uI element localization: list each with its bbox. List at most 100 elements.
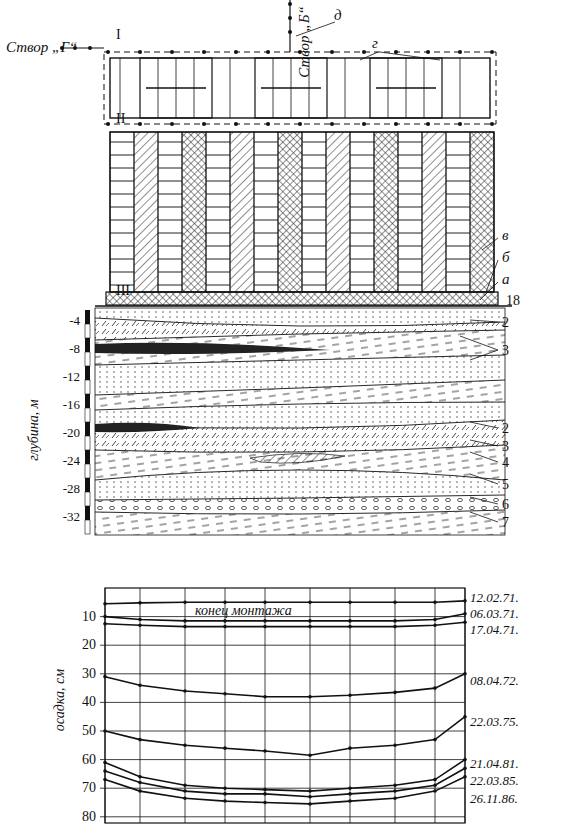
layer-boundary [95,402,505,410]
data-point [393,789,397,793]
survey-mark [88,46,92,50]
plan-wall [291,58,292,118]
data-point [433,618,437,622]
label: глубина, м [27,399,41,460]
data-point [348,619,352,623]
label: -28 [63,482,80,495]
layer-boundary [95,495,505,500]
grid-line [140,588,141,823]
facade-column [302,132,326,292]
scale-segment [85,436,90,450]
plan-wall [158,58,159,118]
data-point [308,795,312,799]
survey-mark [288,2,292,6]
survey-mark [362,122,366,126]
data-point [183,619,187,623]
survey-mark [490,122,494,126]
survey-mark [234,122,238,126]
data-point [308,802,312,806]
scale-segment [85,464,90,478]
data-point [393,619,397,623]
label: -8 [69,342,80,355]
plan-section [370,58,442,118]
scale-segment [85,520,90,534]
scale-segment [85,408,90,422]
survey-mark [394,122,398,126]
survey-mark [106,122,110,126]
grid-line [395,588,396,823]
leader-line [470,320,498,322]
data-point [103,769,107,773]
label: б [502,250,510,265]
survey-mark [170,50,174,54]
survey-mark [426,122,430,126]
scale-segment [85,492,90,506]
label: 06.03.71. [470,607,519,620]
label: 3 [502,440,509,454]
label: Створ „Б“ [297,6,312,78]
label: -16 [63,398,80,411]
soil-layer [95,495,505,514]
data-point [263,788,267,792]
plan-wall [460,58,461,118]
data-point [463,621,467,625]
plan-wall [388,58,389,118]
leader-line [470,512,498,522]
survey-mark [362,50,366,54]
data-point [463,715,467,719]
data-point [463,766,467,770]
data-point [348,625,352,629]
leader-line [480,282,498,300]
label: -32 [63,510,80,523]
label: 2 [502,316,509,330]
settlement-chart [100,588,467,823]
foundation [106,292,498,305]
data-point [103,778,107,782]
layer-boundary [95,380,505,395]
layer-boundary [95,318,505,326]
label: III [116,284,130,298]
settlement-curve [105,777,465,804]
data-point [138,789,142,793]
facade [106,132,498,305]
label: -4 [69,314,80,327]
data-point [183,689,187,693]
label: 2 [502,422,509,436]
data-point [308,601,312,605]
grid-line [310,588,311,823]
scale-segment [85,506,90,520]
layer-boundary [95,510,505,514]
plan-wall [345,58,346,118]
survey-mark [490,50,494,54]
plan-wall [120,58,121,118]
layer-boundary [95,470,505,480]
survey-mark [138,50,142,54]
soil-layer [95,510,505,535]
label: осадка, см [53,669,67,731]
label: 70 [82,781,96,795]
data-point [183,789,187,793]
facade-column [398,132,422,292]
scale-segment [85,310,90,324]
label: в [502,228,509,243]
survey-mark [330,122,334,126]
chart-frame [105,588,465,823]
facade-column [374,132,398,292]
data-point [348,799,352,803]
settlement-curve [105,768,465,797]
data-point [463,758,467,762]
grid-line [100,673,465,674]
data-point [393,625,397,629]
data-point [103,729,107,733]
grid-line [100,645,465,646]
data-point [263,695,267,699]
data-point [393,744,397,748]
label: 20 [82,638,96,652]
data-point [263,792,267,796]
facade-column [326,132,350,292]
label: I [116,28,121,42]
label: 26.11.86. [470,792,518,805]
soil-profile [95,308,505,535]
label: 30 [82,667,96,681]
data-point [308,619,312,623]
